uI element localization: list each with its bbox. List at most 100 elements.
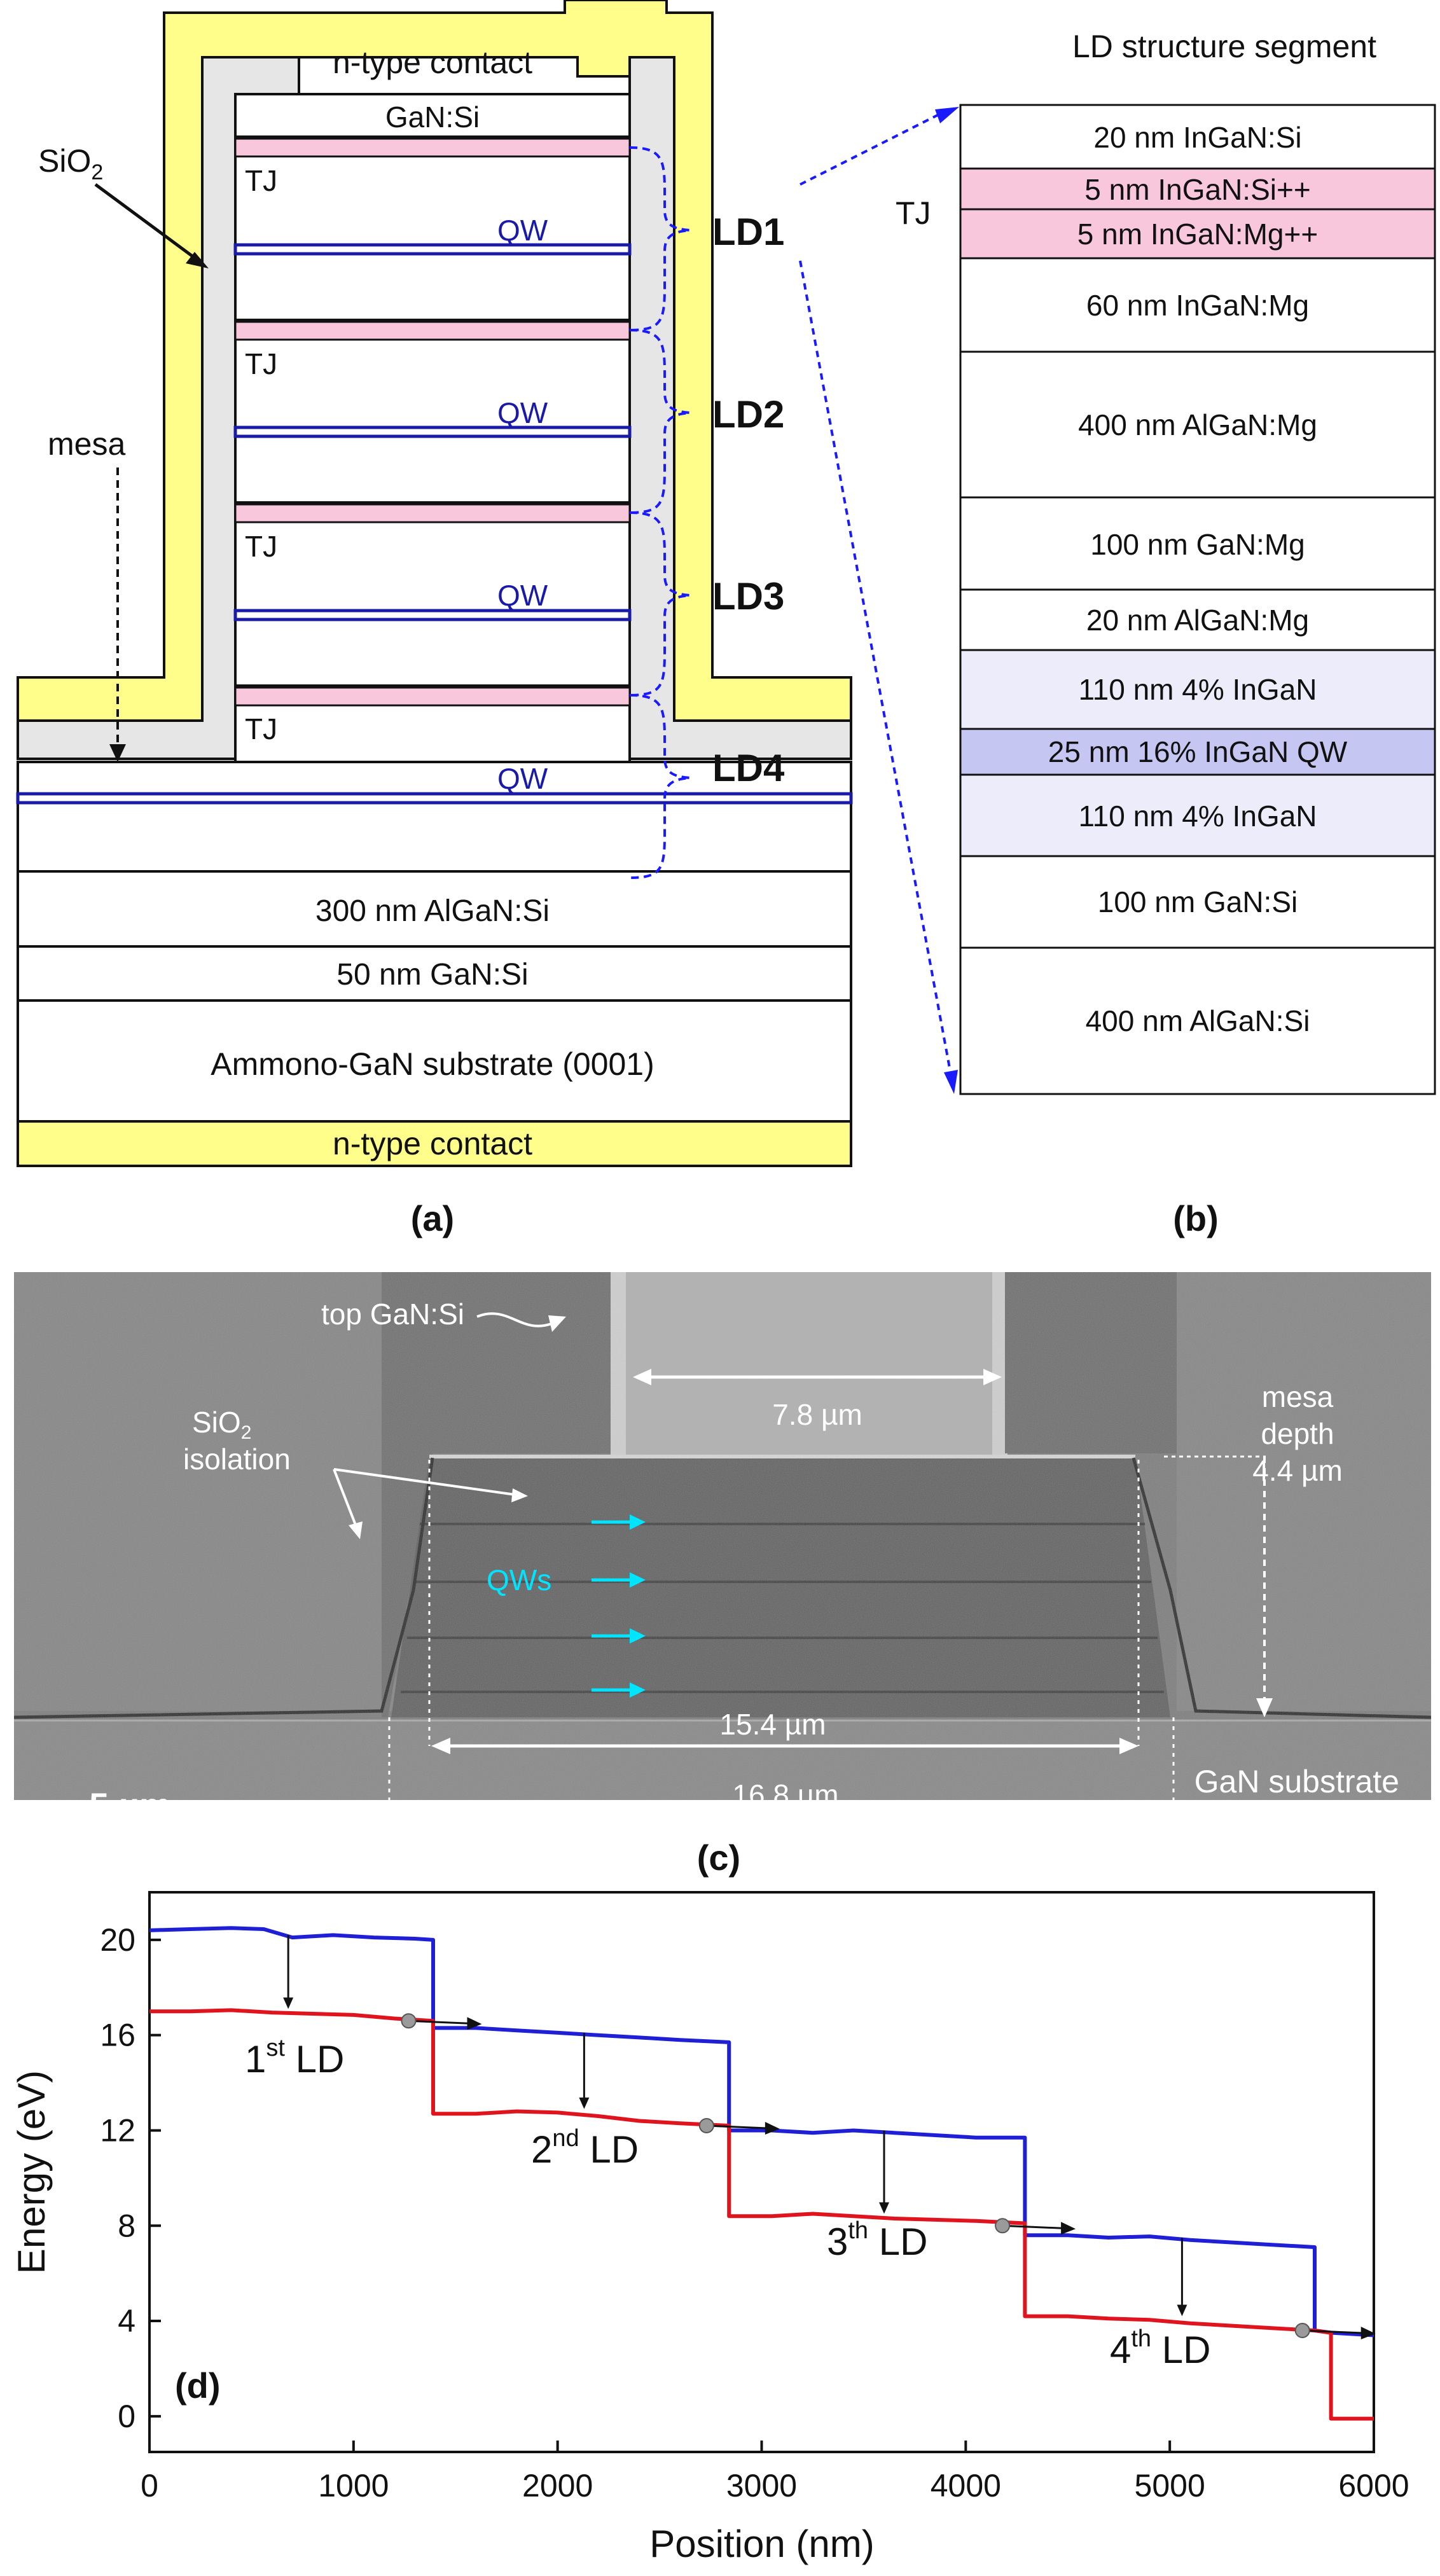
y-tick-label-4: 16 [100,2018,135,2053]
tj-layer-3 [234,503,631,523]
sem-mesa-line2: depth [1261,1417,1334,1450]
y-tick-label-5: 20 [100,1922,135,1958]
pointer-top-head [935,107,959,123]
sem-substrate-label: GaN substrate [1194,1764,1399,1799]
ld4-label: LD4 [712,747,785,789]
panel-b: LD structure segment 20 nm InGaN:Si 5 nm… [799,29,1436,1238]
mesa-label: mesa [48,426,125,462]
layer-algan-si [17,870,852,948]
sem-image [14,1272,1431,1800]
sem-mesa-line3: 4.4 µm [1252,1454,1343,1487]
b-layer-10 [959,855,1436,949]
b-layer-label-3: 60 nm InGaN:Mg [1086,289,1309,322]
panel-b-label: (b) [1173,1198,1219,1238]
sem-width-top: 7.8 µm [772,1398,862,1431]
sem-width-bottom: 16.8 µm [732,1778,838,1811]
substrate-label: Ammono-GaN substrate (0001) [211,1046,654,1082]
b-layer-label-1: 5 nm InGaN:Si++ [1084,173,1310,206]
tunnel-arrowhead-0 [467,2017,482,2030]
b-layer-4 [959,350,1436,499]
x-axis-label: Position (nm) [649,2523,874,2565]
b-layer-label-0: 20 nm InGaN:Si [1093,121,1301,154]
top-contact-label: n-type contact [333,45,532,80]
tj-label-4: TJ [245,712,277,745]
substrate-layer [17,999,852,1123]
b-layer-label-4: 400 nm AlGaN:Mg [1078,408,1317,441]
b-layer-label-11: 400 nm AlGaN:Si [1086,1004,1310,1037]
ld-label-3: 3th LD [827,2217,927,2263]
panel-a: n-type contact GaN:Si TJ TJ TJ TJ QW QW … [16,0,853,1238]
drop-arrowhead-1 [579,2097,590,2109]
b-tj-label: TJ [896,195,931,231]
x-tick-label-6: 6000 [1338,2468,1409,2503]
b-layer-label-2: 5 nm InGaN:Mg++ [1077,218,1318,251]
tunnel-arrowhead-1 [765,2121,780,2135]
b-layer-label-9: 110 nm 4% InGaN [1078,800,1317,833]
tunnel-arrow-1 [706,2124,767,2129]
ld-label-4: 4th LD [1110,2325,1210,2371]
y-axis-label: Energy (eV) [10,2070,53,2274]
x-tick-label-0: 0 [141,2468,158,2503]
qw-layer-3 [233,609,632,621]
qw-label-3: QW [497,579,548,612]
sem-scale-label: 5 µm [89,1785,171,1825]
b-layer-1 [959,167,1436,211]
b-layer-11 [959,946,1436,1095]
qw-label-4: QW [497,762,548,795]
tj-layer-4 [234,686,631,707]
tj-label-1: TJ [245,164,277,197]
tunnel-dot-3 [1294,2323,1310,2339]
x-tick-label-1: 1000 [318,2468,389,2503]
tunnel-arrow-2 [1002,2224,1063,2229]
sio2-arrow [94,183,202,264]
tunnel-dot-0 [401,2013,417,2029]
tunnel-arrow-3 [1302,2329,1363,2334]
sem-qws-label: QWs [487,1563,551,1596]
plot-frame [148,1891,1375,2453]
pointer-bottom-head [944,1070,958,1094]
bottom-contact [17,1120,852,1167]
tj-layer-1 [234,137,631,158]
ld-braces [629,146,691,879]
drop-arrowhead-0 [283,1997,294,2009]
qw-arrows [592,1514,646,1698]
series-group [149,1926,1374,2421]
ld2-label: LD2 [712,393,784,436]
sem-sio2-label: SiO2 [192,1406,251,1443]
b-layer-7 [959,649,1436,730]
pointer-top [800,112,942,186]
tunnel-arrowhead-2 [1061,2222,1076,2235]
b-layer-label-8: 25 nm 16% InGaN QW [1048,735,1348,768]
series-line-0 [149,1926,1374,2337]
qw-layer-1 [233,243,632,256]
panel-d-label: (d) [175,2365,221,2406]
b-layer-3 [959,257,1436,353]
tunnel-dot-1 [698,2117,714,2133]
tj-layer-2 [234,321,631,341]
pointer-bottom [799,260,952,1076]
b-layer-label-5: 100 nm GaN:Mg [1090,528,1305,561]
bottom-contact-label: n-type contact [333,1126,532,1161]
tunnel-dot-2 [995,2218,1011,2234]
b-layer-label-10: 100 nm GaN:Si [1098,885,1298,918]
base-region [17,761,852,873]
y-tick-label-0: 0 [118,2399,135,2434]
panel-a-label: (a) [411,1198,454,1238]
panel-b-title: LD structure segment [1072,29,1376,64]
tj-label-3: TJ [245,530,277,563]
ld-label-1: 1st LD [245,2035,344,2081]
layer-algan-label: 300 nm AlGaN:Si [315,894,550,928]
x-tick-label-3: 3000 [726,2468,797,2503]
sem-top-gan-label: top GaN:Si [321,1298,464,1331]
sem-top-gan-arrow [476,1312,554,1327]
annotations [283,1935,1376,2340]
y-tick-label-1: 4 [118,2303,135,2339]
b-layer-0 [959,104,1436,170]
qw-layer-2 [233,426,632,438]
y-tick-label-3: 12 [100,2112,135,2148]
sem-width-mid: 15.4 µm [719,1708,826,1741]
layer-gan-label: 50 nm GaN:Si [336,958,528,992]
mesa-arrowhead [109,744,126,762]
